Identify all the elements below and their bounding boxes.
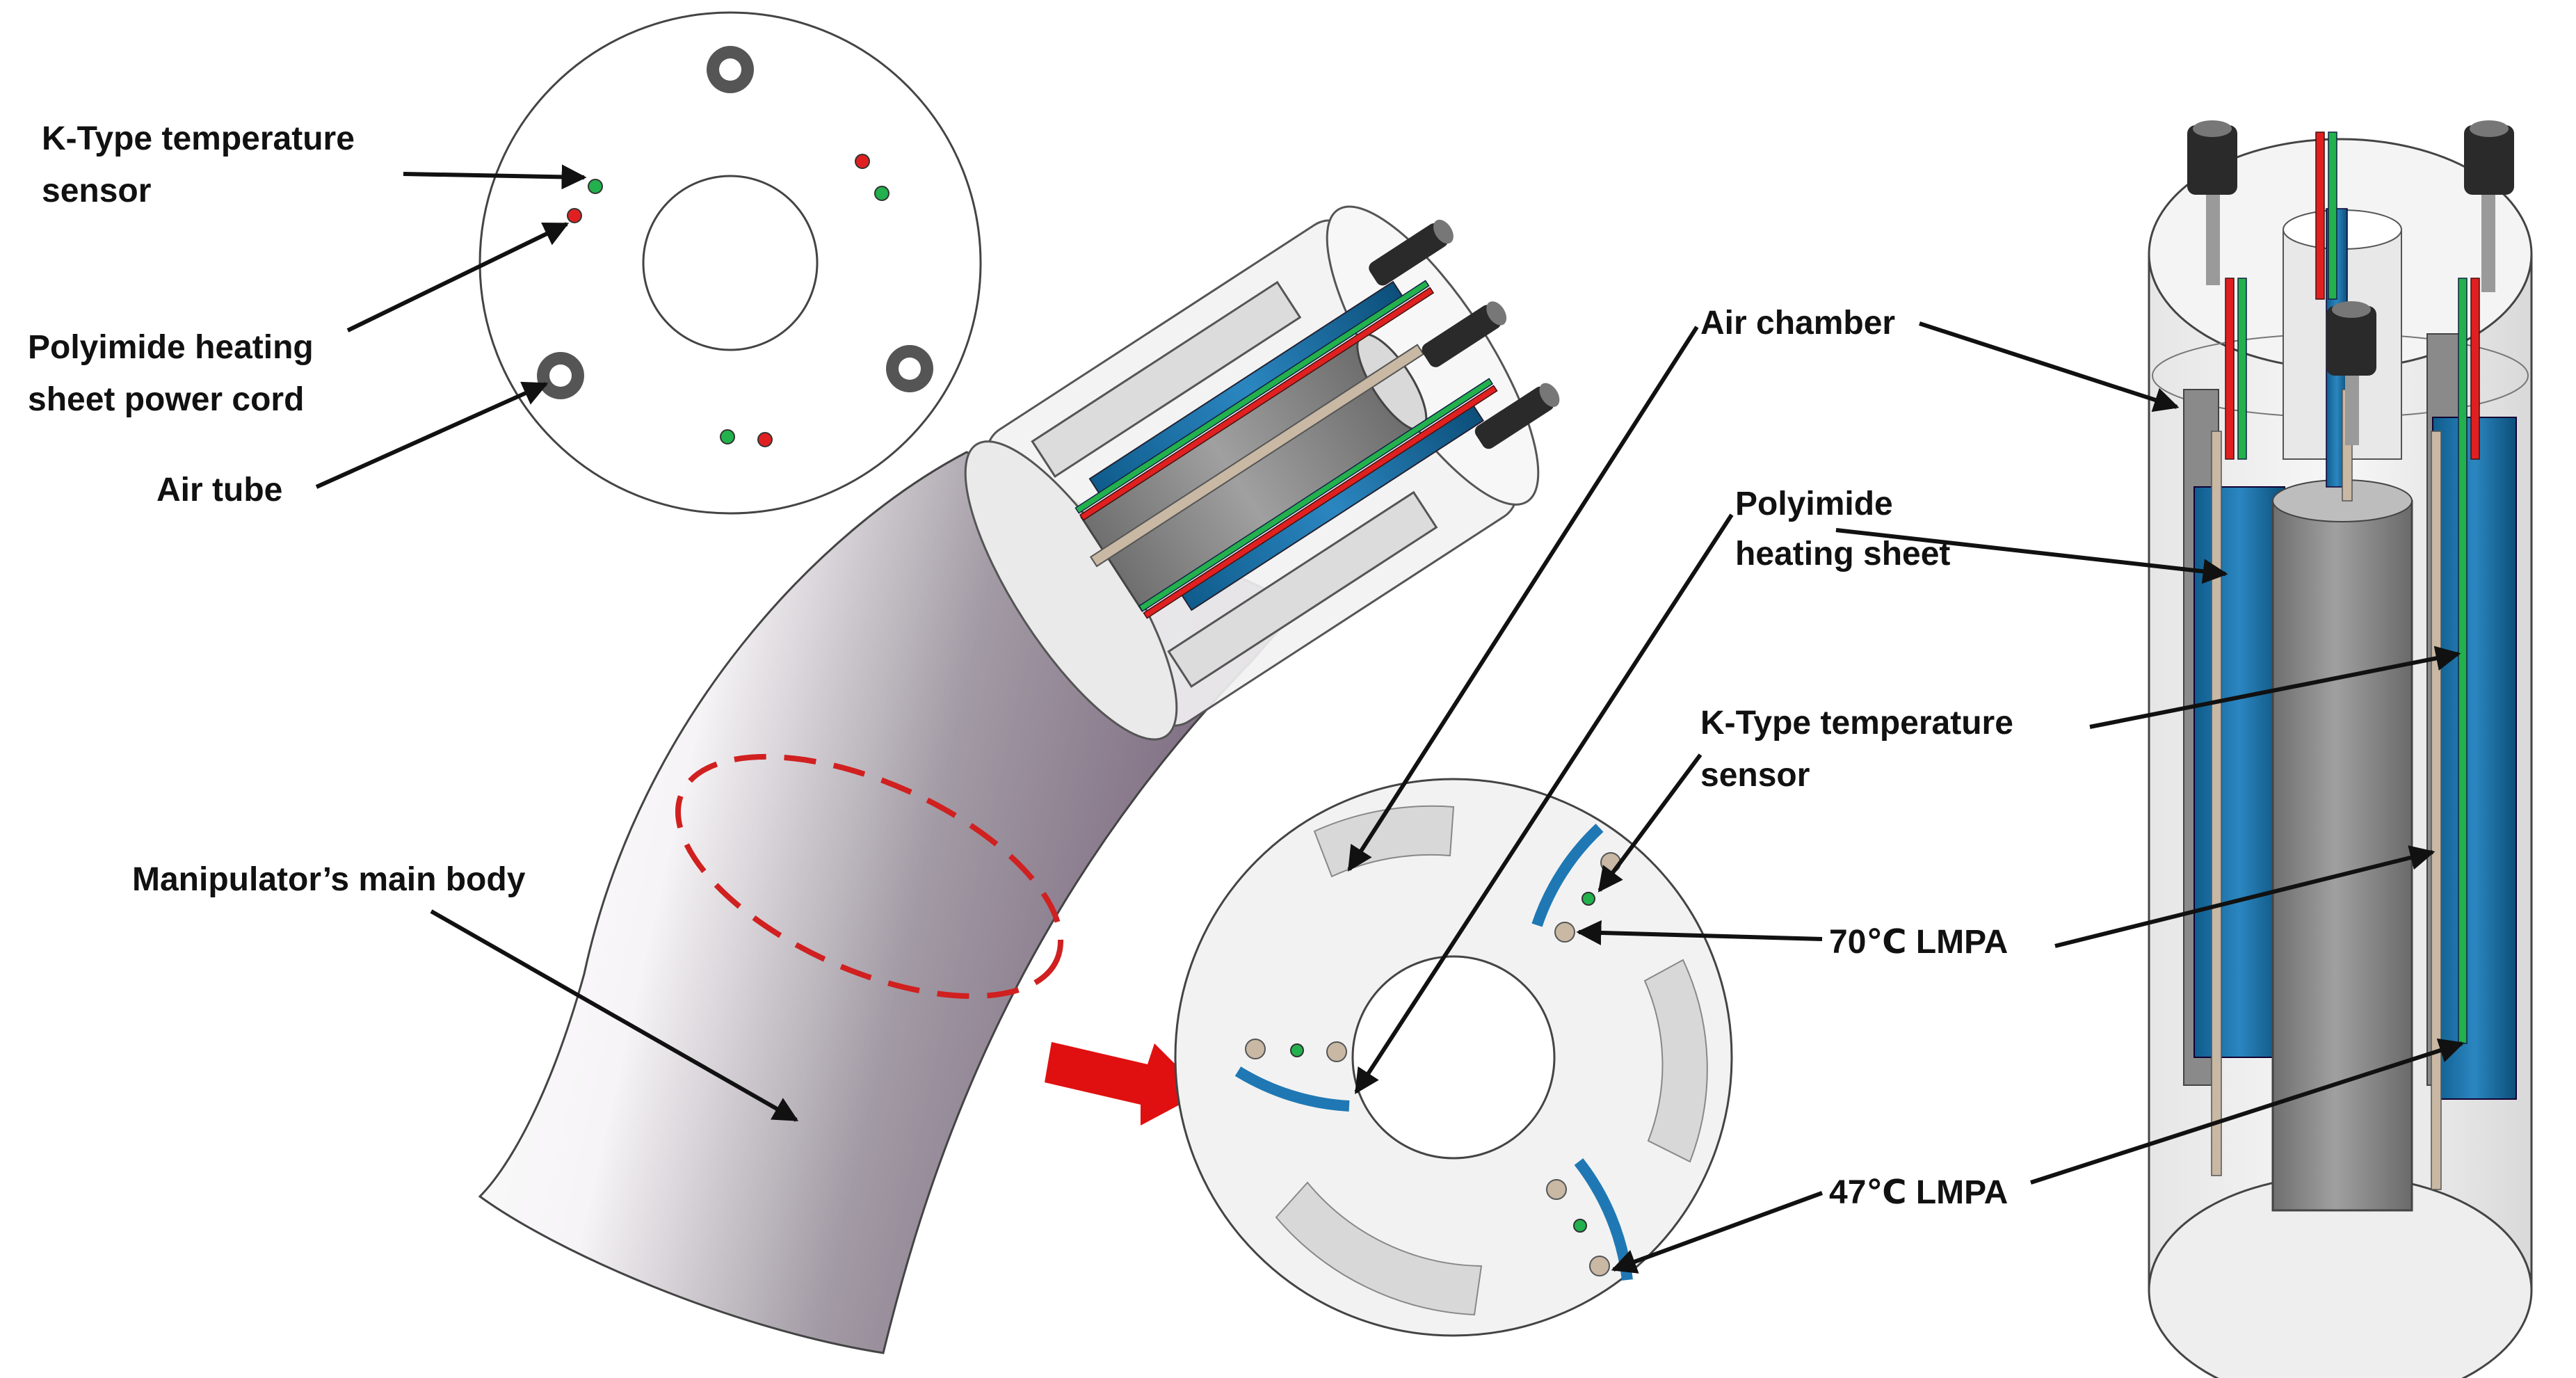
label-main-body: Manipulator’s main body: [132, 861, 526, 898]
lmpa-rod: [1546, 1179, 1567, 1200]
arrow-main-body: [430, 909, 799, 1122]
lmpa-rod: [1554, 922, 1575, 943]
heating-sheet: [1234, 1066, 1350, 1112]
arrow-air-chamber-left: [1347, 326, 1699, 872]
air-chamber: [1643, 959, 1708, 1163]
label-lmpa-70: 70℃ LMPA: [1829, 924, 2008, 961]
sensor-dot: [1573, 1219, 1587, 1233]
power-cord-dot: [855, 154, 870, 169]
label-polyimide-cord-line1: Polyimide heating: [28, 329, 314, 366]
label-k-type-sensor-right-line2: sensor: [1700, 757, 1810, 794]
lmpa-rod: [1245, 1039, 1266, 1059]
label-k-type-sensor-right-line1: K-Type temperature: [1700, 705, 2013, 742]
arrow-k-type-right-right: [2089, 646, 2461, 729]
lmpa-rod: [1326, 1041, 1347, 1062]
cylinder-assembly: [2148, 120, 2533, 1378]
label-k-type-sensor-top-line2: sensor: [42, 173, 151, 209]
arrow-air-chamber-right: [1919, 321, 2180, 412]
arrow-k-type-right-left: [1597, 753, 1702, 892]
sensor-dot: [588, 179, 603, 194]
label-lmpa-47: 47℃ LMPA: [1829, 1174, 2008, 1211]
arrow-polyimide-sheet-left: [1354, 513, 1734, 1095]
air-tube-right: [886, 345, 933, 392]
sensor-dot: [720, 429, 735, 444]
highlight-ellipse: [675, 753, 1064, 1000]
arrow-polyimide-sheet-right: [1835, 528, 2228, 584]
section-arrow: [1045, 1042, 1203, 1125]
air-tube-top: [707, 46, 754, 93]
arrow-air-tube: [315, 381, 549, 489]
sensor-dot: [874, 186, 889, 201]
sensor-dot: [1290, 1043, 1304, 1057]
label-polyimide-sheet-line1: Polyimide: [1735, 486, 1893, 522]
label-air-chamber: Air chamber: [1700, 305, 1895, 342]
label-polyimide-sheet-line2: heating sheet: [1735, 536, 1950, 572]
arrow-lmpa-47-right: [2030, 1038, 2465, 1185]
lmpa-rod: [1589, 1256, 1610, 1276]
top-cross-section: [478, 11, 982, 515]
arrow-lmpa-47-left: [1611, 1191, 1824, 1274]
power-cord-dot: [757, 432, 773, 447]
label-polyimide-cord-line2: sheet power cord: [28, 381, 304, 418]
power-cord-dot: [567, 208, 582, 223]
label-k-type-sensor-top-line1: K-Type temperature: [42, 120, 355, 157]
arrow-polyimide-cord: [346, 222, 570, 333]
sensor-dot: [1581, 892, 1595, 906]
label-air-tube: Air tube: [156, 472, 282, 508]
heating-sheet: [1531, 824, 1604, 927]
manipulator-tip: [964, 205, 1560, 741]
air-chamber: [1275, 1181, 1483, 1316]
arrow-k-type-top: [403, 164, 587, 190]
middle-cross-section: [1174, 778, 1733, 1337]
leader-arrows: [315, 164, 2465, 1274]
arrow-lmpa-70-right: [2054, 845, 2436, 948]
arrow-lmpa-70-left: [1576, 920, 1823, 945]
air-tube-left: [537, 352, 584, 399]
